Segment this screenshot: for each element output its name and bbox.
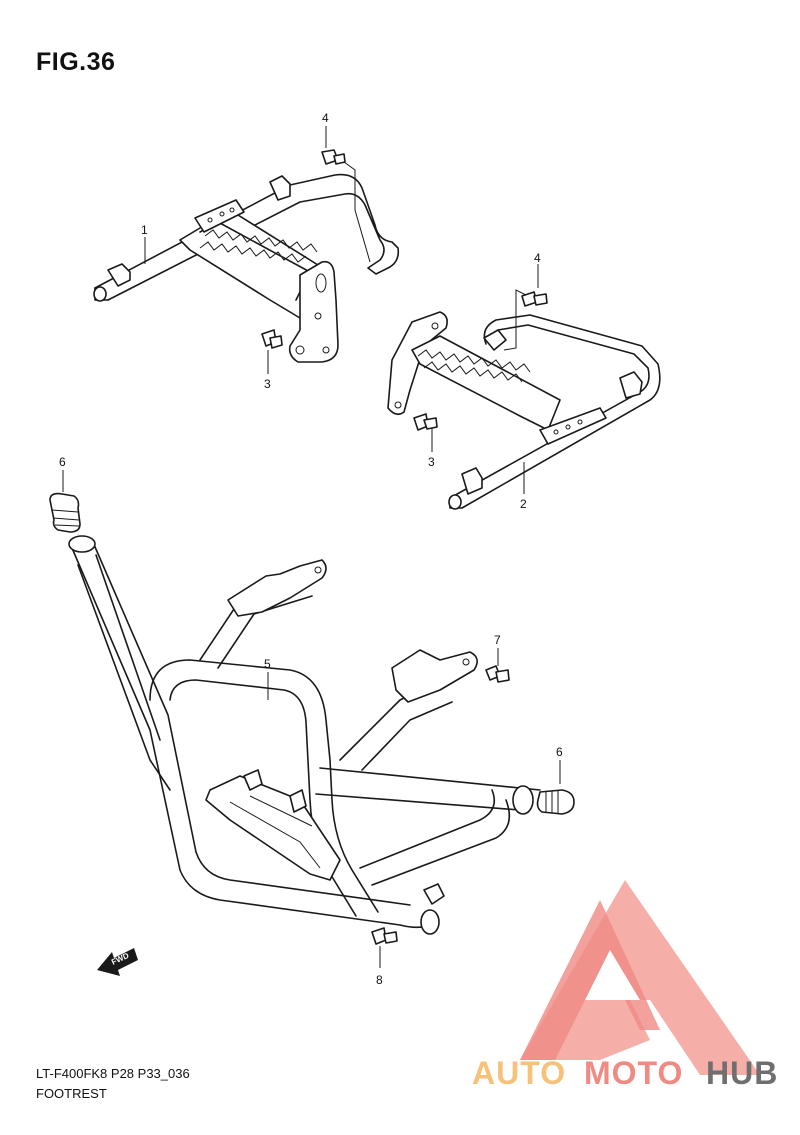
figure-title: FIG.36 — [36, 48, 116, 76]
callout-2: 2 — [520, 497, 527, 511]
callout-5: 5 — [264, 657, 271, 671]
figure-code: LT-F400FK8 P28 P33_036 — [36, 1066, 190, 1081]
callout-8: 8 — [376, 973, 383, 987]
part-plug-right — [536, 760, 575, 815]
callout-6a: 6 — [59, 455, 66, 469]
watermark-moto: MOTO — [584, 1055, 683, 1091]
watermark-text: AUTO MOTO HUB — [472, 1055, 778, 1091]
figure-name: FOOTREST — [36, 1086, 107, 1101]
part-front-guard — [68, 535, 541, 935]
watermark-hub: HUB — [706, 1055, 778, 1091]
callout-4a: 4 — [322, 111, 329, 125]
fwd-arrow-icon: FWD — [97, 948, 138, 976]
callout-3b: 3 — [428, 455, 435, 469]
watermark-logo — [520, 880, 760, 1075]
part-footrest-left — [93, 126, 400, 374]
callout-3a: 3 — [264, 377, 271, 391]
callout-7: 7 — [494, 633, 501, 647]
part-plug-left — [49, 470, 81, 533]
callout-4b: 4 — [534, 251, 541, 265]
callout-1: 1 — [141, 223, 148, 237]
watermark-auto: AUTO — [472, 1055, 566, 1091]
callout-6b: 6 — [556, 745, 563, 759]
part-bolt-7 — [485, 648, 510, 683]
part-bolt-8 — [371, 927, 398, 968]
part-footrest-right — [387, 264, 661, 510]
